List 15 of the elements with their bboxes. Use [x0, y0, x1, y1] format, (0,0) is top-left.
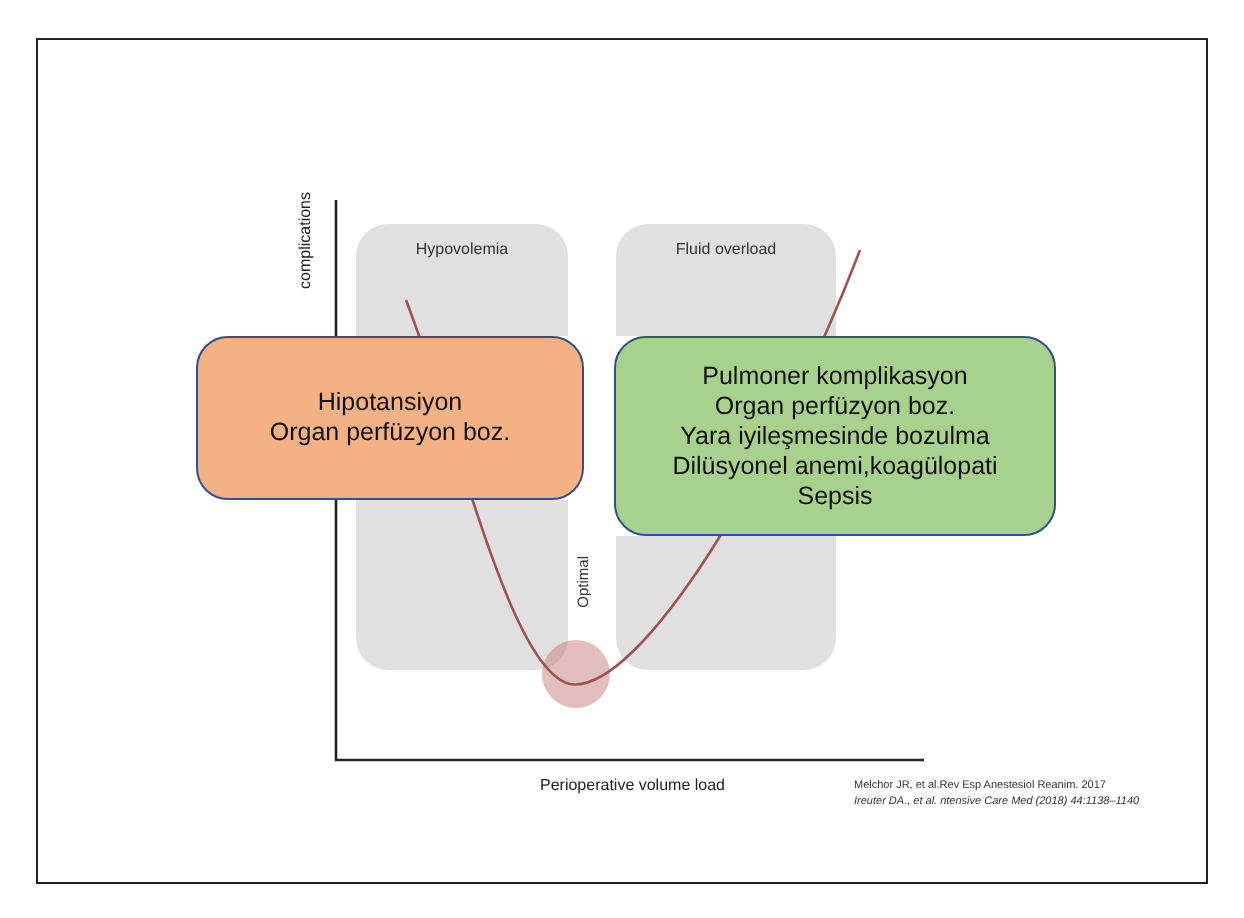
zone-title: Hypovolemia — [413, 240, 511, 258]
axis-label: Perioperative volume load — [540, 776, 725, 794]
text-box — [196, 336, 584, 500]
zone-title: Fluid overload — [673, 240, 779, 258]
zone-panel — [616, 224, 836, 336]
text-line: Hipotansiyon — [317, 388, 463, 418]
text-line: Sepsis — [797, 481, 873, 511]
axis-label: complications — [296, 192, 314, 289]
text-line: Organ perfüzyon boz. — [714, 391, 956, 421]
text-line: Organ perfüzyon boz. — [269, 418, 511, 448]
zone-panel — [356, 224, 568, 336]
text-line: Dilüsyonel anemi,koagülopati — [672, 451, 998, 481]
text-line: Yara iyileşmesinde bozulma — [680, 421, 990, 451]
text-line: Pulmoner komplikasyon — [702, 361, 968, 391]
text-box — [614, 336, 1056, 536]
